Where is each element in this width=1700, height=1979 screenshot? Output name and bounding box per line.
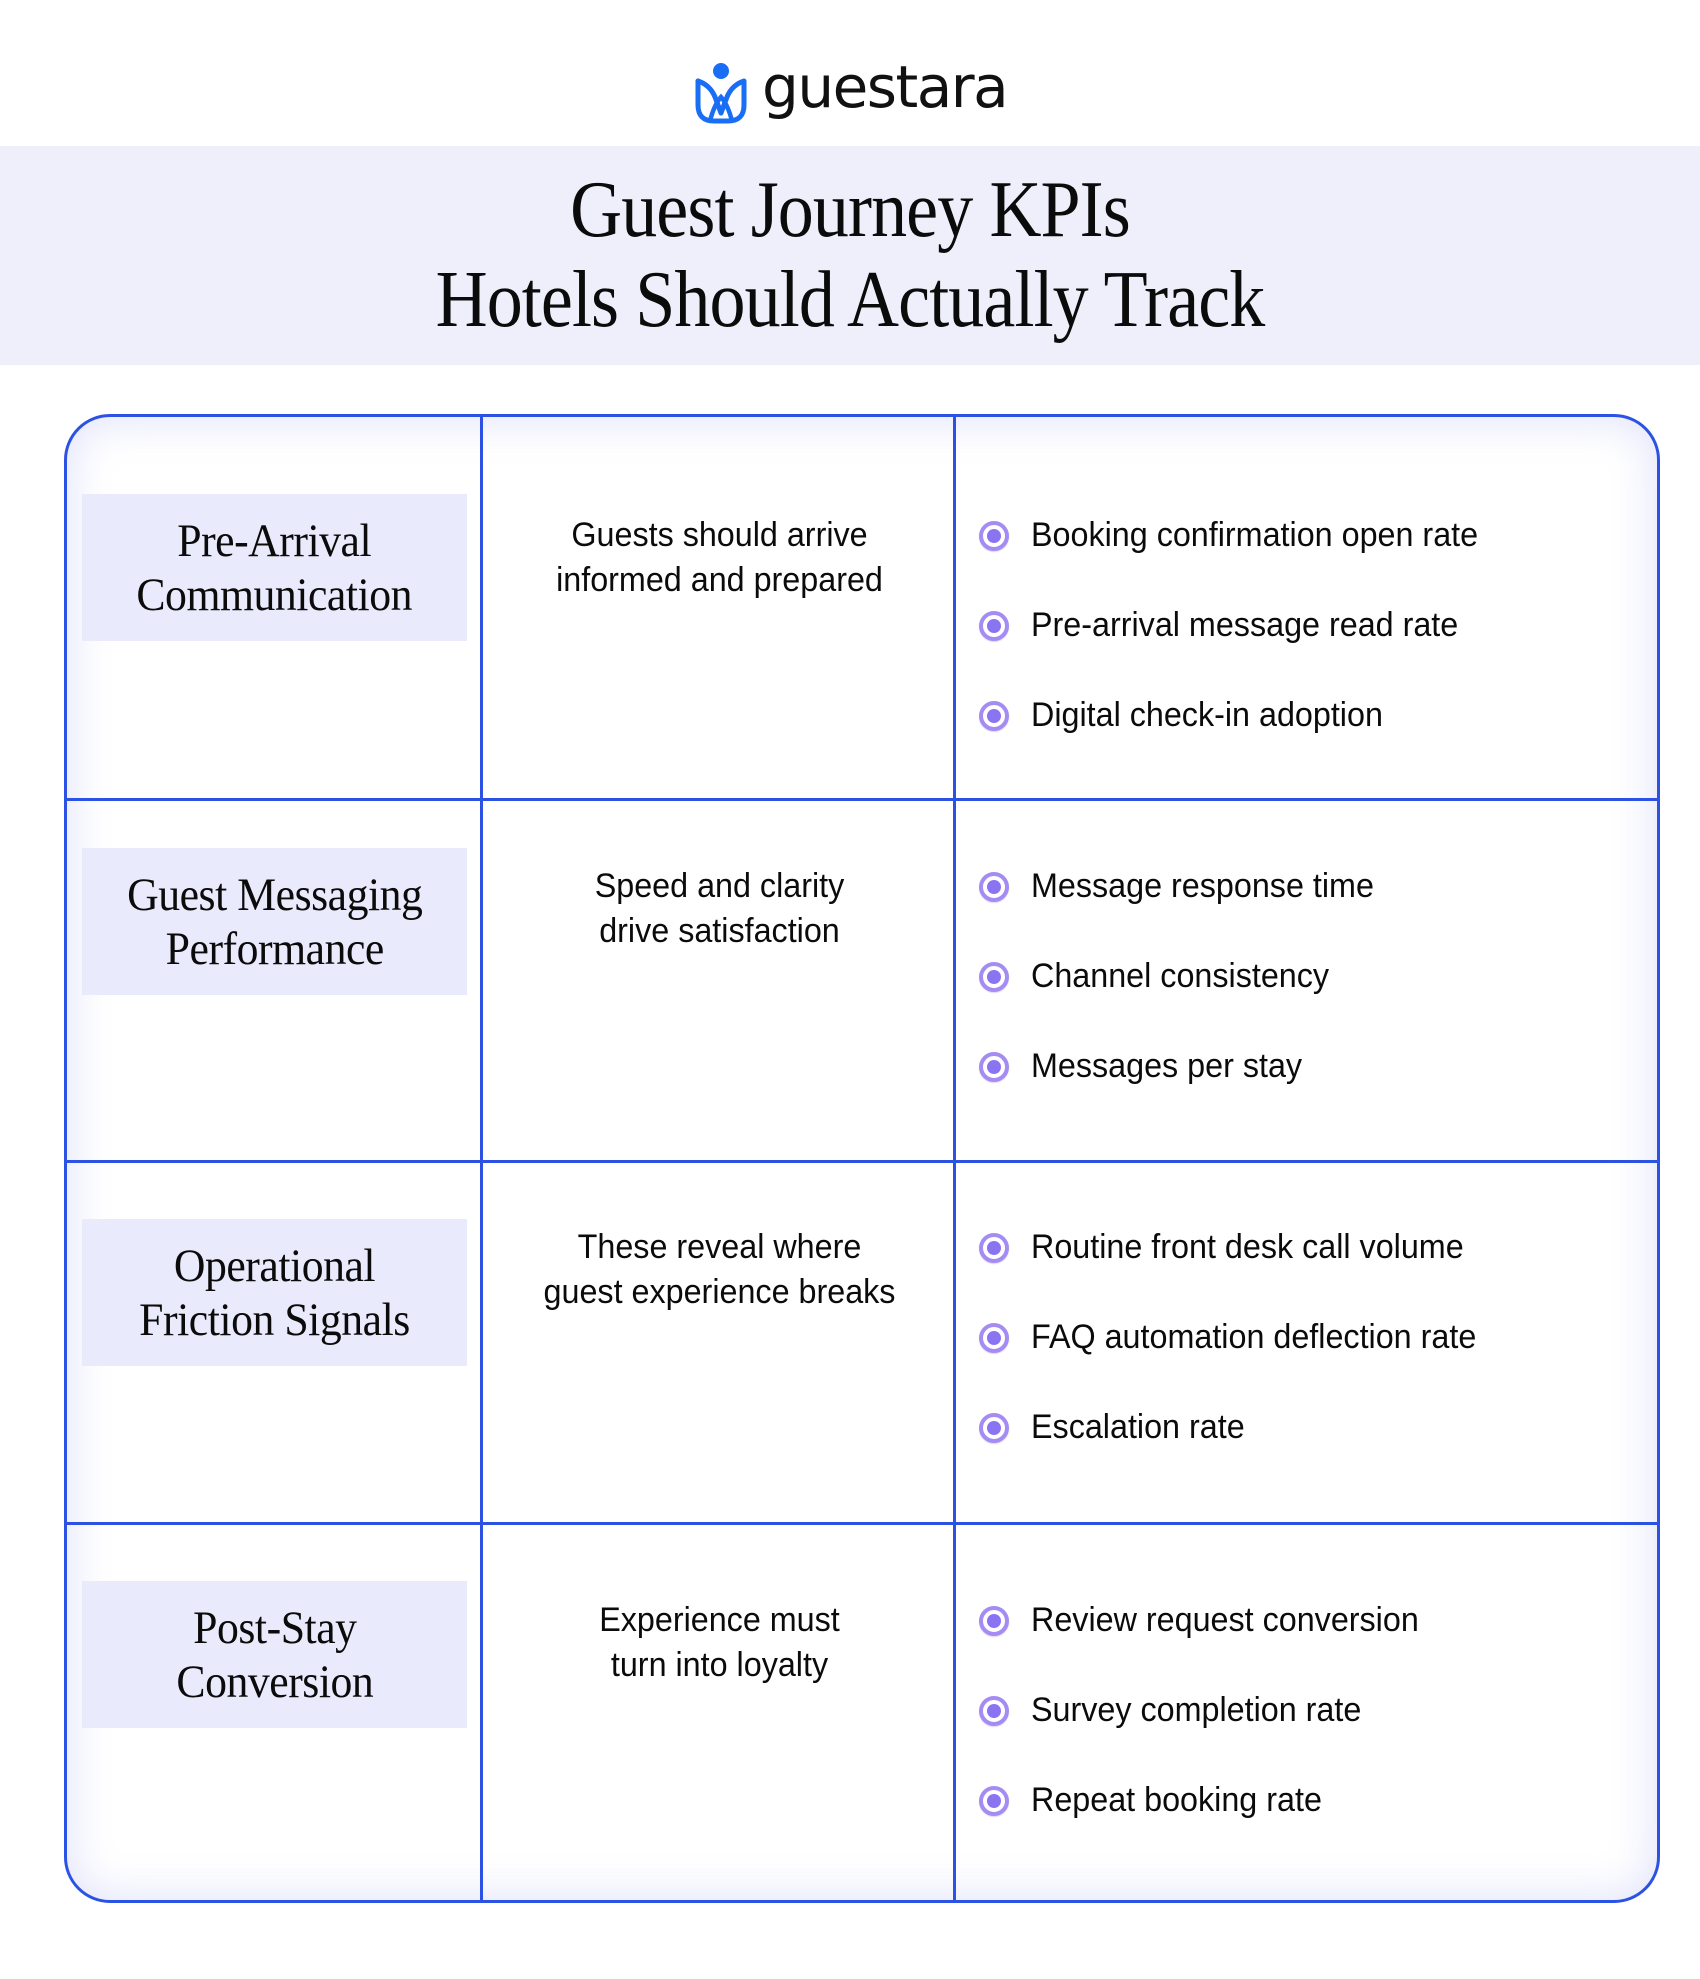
table-row-operational-friction: Operational Friction Signals These revea… — [67, 1163, 1657, 1522]
description-line: Speed and clarity — [594, 867, 845, 905]
kpi-label: Survey completion rate — [1031, 1691, 1362, 1729]
kpi-label: Pre-arrival message read rate — [1031, 606, 1459, 644]
stage-label-line: Pre-Arrival — [177, 514, 372, 567]
kpi-label: Message response time — [1031, 867, 1374, 905]
stage-description: Speed and clarity drive satisfaction — [495, 864, 944, 954]
page-title-line-2: Hotels Should Actually Track — [435, 256, 1266, 344]
list-item: Routine front desk call volume — [979, 1225, 1649, 1270]
row-divider — [67, 798, 1657, 801]
stage-label-line: Guest Messaging — [126, 868, 423, 921]
description-line: These reveal where — [577, 1228, 862, 1266]
description-line: turn into loyalty — [610, 1646, 829, 1684]
stage-label: Guest Messaging Performance — [82, 848, 467, 995]
list-item: Survey completion rate — [979, 1688, 1649, 1733]
list-item: Digital check-in adoption — [979, 693, 1649, 738]
kpi-label: Digital check-in adoption — [1031, 696, 1383, 734]
list-item: Messages per stay — [979, 1044, 1649, 1089]
stage-label-line: Friction Signals — [139, 1293, 410, 1346]
radio-bullet-icon — [979, 1232, 1009, 1263]
column-divider — [480, 417, 483, 1900]
stage-label-line: Operational — [173, 1239, 376, 1292]
table-row-guest-messaging: Guest Messaging Performance Speed and cl… — [67, 801, 1657, 1160]
kpi-label: Booking confirmation open rate — [1031, 516, 1479, 554]
list-item: Escalation rate — [979, 1405, 1649, 1450]
kpi-list: Review request conversion Survey complet… — [979, 1598, 1649, 1868]
description-line: drive satisfaction — [599, 912, 840, 950]
radio-bullet-icon — [979, 520, 1009, 551]
stage-label-line: Post-Stay — [192, 1601, 357, 1654]
kpi-list: Routine front desk call volume FAQ autom… — [979, 1225, 1649, 1495]
radio-bullet-icon — [979, 1695, 1009, 1726]
radio-bullet-icon — [979, 1412, 1009, 1443]
radio-bullet-icon — [979, 1785, 1009, 1816]
kpi-label: Routine front desk call volume — [1031, 1228, 1464, 1266]
kpi-table: Pre-Arrival Communication Guests should … — [64, 414, 1660, 1903]
list-item: Channel consistency — [979, 954, 1649, 999]
kpi-label: FAQ automation deflection rate — [1031, 1318, 1477, 1356]
title-banner — [0, 146, 1700, 365]
page-title-line-1: Guest Journey KPIs — [570, 166, 1131, 254]
radio-bullet-icon — [979, 871, 1009, 902]
kpi-label: Escalation rate — [1031, 1408, 1245, 1446]
stage-description: Guests should arrive informed and prepar… — [495, 513, 944, 603]
description-line: Experience must — [599, 1601, 840, 1639]
list-item: Pre-arrival message read rate — [979, 603, 1649, 648]
radio-bullet-icon — [979, 610, 1009, 641]
radio-bullet-icon — [979, 1322, 1009, 1353]
brand-logo: guestara — [694, 53, 1009, 128]
stage-label-line: Communication — [136, 568, 413, 621]
radio-bullet-icon — [979, 1051, 1009, 1082]
table-row-post-stay: Post-Stay Conversion Experience must tur… — [67, 1525, 1657, 1900]
stage-description: Experience must turn into loyalty — [495, 1598, 944, 1688]
kpi-list: Message response time Channel consistenc… — [979, 864, 1649, 1134]
kpi-label: Review request conversion — [1031, 1601, 1419, 1639]
brand-wordmark: guestara — [762, 53, 1009, 121]
list-item: Repeat booking rate — [979, 1778, 1649, 1823]
stage-label: Post-Stay Conversion — [82, 1581, 467, 1728]
row-divider — [67, 1522, 1657, 1525]
stage-label-line: Conversion — [176, 1655, 373, 1708]
list-item: FAQ automation deflection rate — [979, 1315, 1649, 1360]
list-item: Review request conversion — [979, 1598, 1649, 1643]
column-divider — [953, 417, 956, 1900]
guestara-logo-icon — [695, 63, 747, 124]
stage-label: Pre-Arrival Communication — [82, 494, 467, 641]
kpi-label: Messages per stay — [1031, 1047, 1303, 1085]
stage-label: Operational Friction Signals — [82, 1219, 467, 1366]
list-item: Booking confirmation open rate — [979, 513, 1649, 558]
kpi-list: Booking confirmation open rate Pre-arriv… — [979, 513, 1649, 783]
list-item: Message response time — [979, 864, 1649, 909]
description-line: Guests should arrive — [571, 516, 868, 554]
stage-label-line: Performance — [165, 922, 384, 975]
radio-bullet-icon — [979, 1605, 1009, 1636]
radio-bullet-icon — [979, 700, 1009, 731]
radio-bullet-icon — [979, 961, 1009, 992]
kpi-label: Channel consistency — [1031, 957, 1330, 995]
description-line: informed and prepared — [556, 561, 883, 599]
kpi-label: Repeat booking rate — [1031, 1781, 1322, 1819]
row-divider — [67, 1160, 1657, 1163]
description-line: guest experience breaks — [543, 1273, 896, 1311]
stage-description: These reveal where guest experience brea… — [495, 1225, 944, 1315]
table-row-pre-arrival: Pre-Arrival Communication Guests should … — [67, 417, 1657, 798]
